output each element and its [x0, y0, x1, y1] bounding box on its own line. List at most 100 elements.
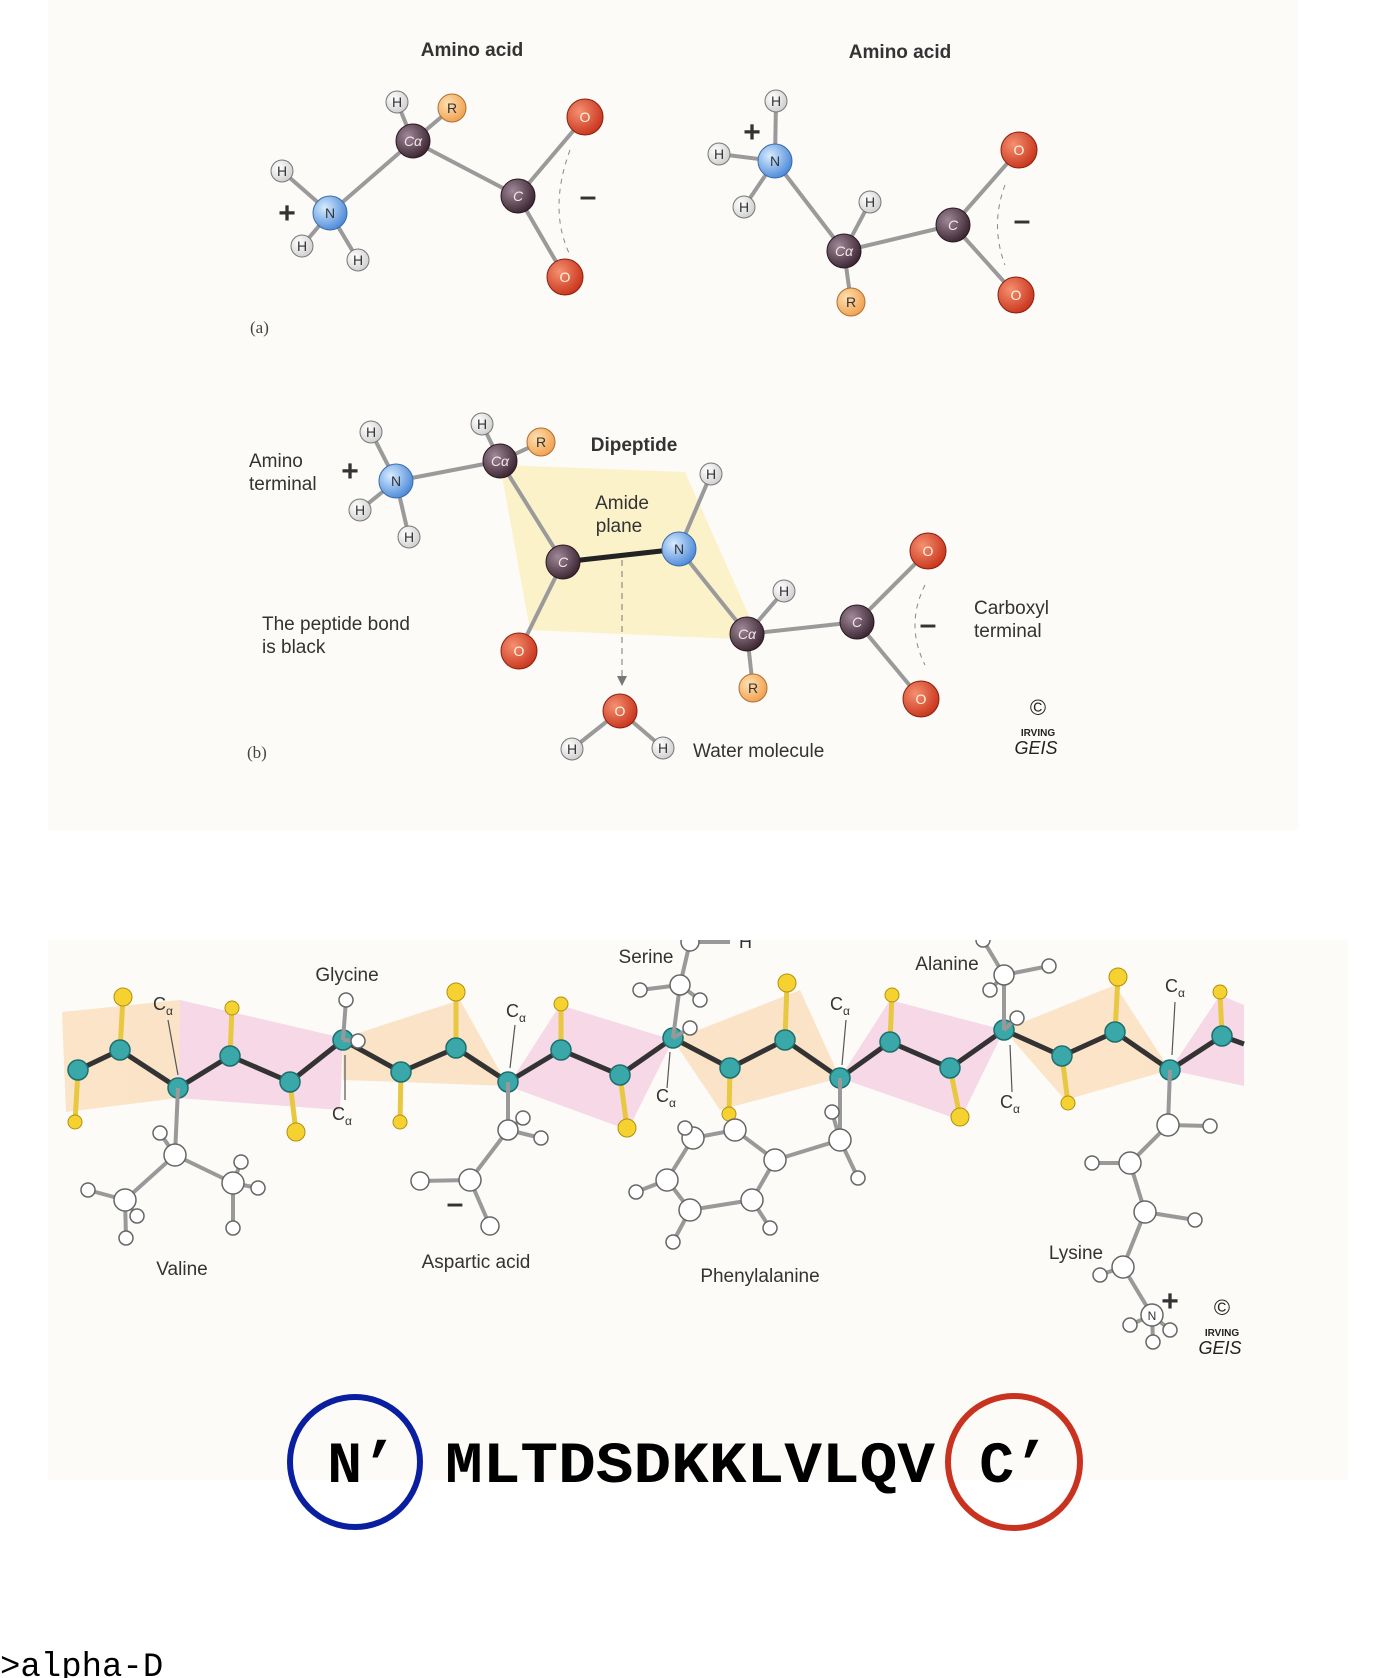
ca-label: Cα	[830, 994, 850, 1018]
ca-pointers	[167, 1001, 1176, 1100]
svg-text:H: H	[865, 194, 875, 210]
alpha-carbon-atom	[395, 123, 431, 159]
svg-text:Cα: Cα	[404, 133, 423, 149]
amide-plane-shading	[62, 985, 1244, 1130]
lysine-nitrogen-label: N	[1148, 1309, 1157, 1323]
svg-text:O: O	[916, 691, 927, 707]
svg-text:R: R	[748, 680, 758, 696]
oxygen-hydrogen-atoms	[67, 967, 1228, 1142]
fasta-header: >alpha-D	[0, 1649, 163, 1678]
svg-text:C: C	[513, 188, 524, 204]
serine-hydroxyl-h: H	[739, 940, 752, 952]
amino-acid-dipeptide-figure: Amino acid H H H H R N Cα C O O + – (a) …	[48, 0, 1298, 830]
svg-text:N: N	[325, 205, 335, 221]
svg-text:H: H	[739, 199, 749, 215]
negative-charge: –	[920, 608, 937, 641]
ca-label: Cα	[506, 1001, 526, 1025]
amino-terminal-label-2: terminal	[249, 474, 317, 495]
svg-text:©: ©	[1214, 1295, 1230, 1320]
svg-text:©: ©	[1030, 695, 1046, 720]
svg-text:IRVING: IRVING	[1205, 1328, 1239, 1339]
resonance-arc	[914, 584, 926, 666]
svg-text:O: O	[580, 109, 591, 125]
svg-text:H: H	[297, 238, 307, 254]
hydrogen-atom	[270, 159, 294, 183]
svg-text:H: H	[771, 93, 781, 109]
carboxyl-terminal-label-1: Carboxyl	[974, 598, 1049, 619]
phenylalanine-label: Phenylalanine	[700, 1266, 819, 1287]
lysine-label: Lysine	[1049, 1243, 1103, 1264]
positive-charge: +	[743, 116, 761, 149]
svg-text:O: O	[923, 543, 934, 559]
ca-label: Cα	[332, 1104, 352, 1128]
svg-text:H: H	[353, 252, 363, 268]
svg-text:H: H	[567, 741, 577, 757]
alanine-label: Alanine	[915, 954, 978, 975]
amino-terminal-label-1: Amino	[249, 451, 303, 472]
svg-text:H: H	[714, 146, 724, 162]
polypeptide-chain-figure: Cα Cα Cα Cα Cα Cα Cα Valine Glycine Aspa…	[48, 932, 1348, 1480]
amino-acid-dipeptide-svg: Amino acid H H H H R N Cα C O O + – (a) …	[247, 40, 1058, 762]
panel-a-label: (a)	[250, 318, 269, 337]
svg-text:H: H	[355, 502, 365, 518]
hydrogen-atom	[346, 248, 370, 272]
dipeptide-atoms: H H H H R H H R N Cα C O N Cα C O O O H …	[348, 412, 947, 761]
ca-label: Cα	[153, 994, 173, 1018]
glycine-label: Glycine	[315, 965, 378, 986]
valine-label: Valine	[156, 1259, 207, 1280]
amide-plane-label-2: plane	[596, 516, 643, 537]
svg-text:C: C	[558, 554, 569, 570]
hydrogen-atom	[290, 234, 314, 258]
carboxyl-terminal-label-2: terminal	[974, 621, 1042, 642]
svg-text:Cα: Cα	[835, 243, 854, 259]
svg-text:O: O	[514, 643, 525, 659]
resonance-arc	[558, 149, 571, 256]
svg-text:GEIS: GEIS	[1198, 1338, 1241, 1358]
svg-text:H: H	[706, 466, 716, 482]
ca-label: Cα	[1000, 1092, 1020, 1116]
oxygen-atom	[546, 258, 584, 296]
positive-charge: +	[278, 197, 296, 230]
svg-text:O: O	[560, 269, 571, 285]
svg-text:H: H	[658, 740, 668, 756]
residue-sequence: MLTDSDKKLVLQV	[445, 1435, 935, 1500]
n-terminus-label: N’	[327, 1435, 397, 1500]
svg-text:O: O	[1014, 142, 1025, 158]
svg-text:O: O	[615, 703, 626, 719]
svg-text:H: H	[366, 424, 376, 440]
svg-text:R: R	[536, 434, 546, 450]
ca-label: Cα	[1165, 976, 1185, 1000]
svg-text:N: N	[391, 473, 401, 489]
panel-b-label: (b)	[247, 743, 267, 762]
svg-text:H: H	[477, 416, 487, 432]
serine-label: Serine	[619, 947, 674, 968]
lysine-positive-charge: +	[1161, 1285, 1179, 1318]
r-group-atom	[437, 93, 467, 123]
oxygen-atom	[566, 98, 604, 136]
svg-text:Cα: Cα	[738, 626, 757, 642]
aspartate-negative-charge: –	[447, 1187, 464, 1220]
arrow-head	[617, 676, 627, 686]
amino-acid-title-1: Amino acid	[421, 40, 523, 61]
amino-acid-1-bonds	[280, 101, 587, 279]
peptide-bond-note-2: is black	[262, 637, 326, 658]
svg-text:H: H	[392, 94, 402, 110]
svg-text:H: H	[277, 163, 287, 179]
ca-labels: Cα Cα Cα Cα Cα Cα Cα	[153, 976, 1185, 1128]
svg-text:GEIS: GEIS	[1014, 738, 1057, 758]
carbon-atom	[500, 178, 536, 214]
water-molecule-label: Water molecule	[693, 741, 824, 762]
n-terminus-circle	[287, 1394, 423, 1530]
peptide-bond	[562, 546, 680, 565]
resonance-arc	[997, 184, 1006, 266]
svg-text:R: R	[846, 294, 856, 310]
artist-signature-2: © IRVING GEIS	[1198, 1295, 1241, 1358]
svg-text:O: O	[1011, 287, 1022, 303]
amino-acid-1-atoms: H H H H R N Cα C O O	[270, 90, 604, 296]
svg-text:N: N	[674, 541, 684, 557]
amino-acid-title-2: Amino acid	[849, 42, 951, 63]
svg-text:C: C	[948, 217, 959, 233]
svg-text:Cα: Cα	[491, 453, 510, 469]
aspartic-acid-label: Aspartic acid	[422, 1252, 531, 1273]
artist-signature: © IRVING GEIS	[1014, 695, 1057, 758]
